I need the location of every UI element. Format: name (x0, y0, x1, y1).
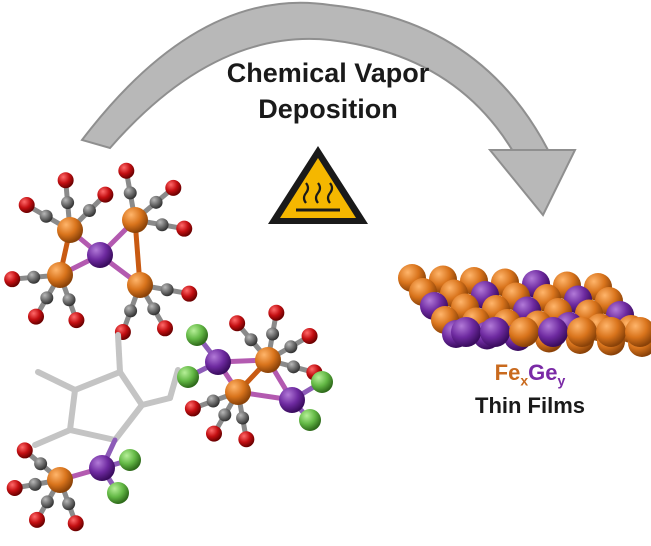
chlorine-atom (186, 324, 208, 346)
iron-symbol: Fe (494, 360, 521, 385)
germanium-atom (480, 317, 510, 347)
germanium-subscript: y (557, 372, 566, 389)
germanium-atom (451, 317, 481, 347)
chlorine-atom (177, 366, 199, 388)
bond (115, 332, 123, 375)
oxygen-atom (97, 186, 114, 203)
carbon-atom (28, 477, 42, 491)
carbon-atom (160, 283, 174, 297)
oxygen-atom (184, 400, 201, 417)
oxygen-atom (229, 315, 246, 332)
carbon-atom (124, 304, 138, 318)
iron-atom (625, 317, 651, 347)
iron-atom (567, 317, 597, 347)
oxygen-atom (4, 271, 21, 288)
oxygen-atom (176, 220, 193, 237)
chlorine-atom (311, 371, 333, 393)
carbon-atom (82, 204, 96, 218)
bond (167, 367, 181, 401)
chlorine-atom (119, 449, 141, 471)
germanium-atom (538, 317, 568, 347)
dinuclear-iron-carbonyl-precursor (4, 162, 198, 340)
oxygen-atom (57, 172, 74, 189)
carbon-atom (206, 394, 220, 408)
germanium-symbol: Ge (528, 360, 558, 385)
bond (112, 402, 145, 443)
fexgey-thin-film-lattice (398, 264, 651, 357)
carbon-atom (218, 408, 232, 422)
iron-subscript: x (520, 372, 529, 389)
carbon-atom (149, 195, 163, 209)
carbon-atom (287, 360, 301, 374)
iron-atom (47, 262, 73, 288)
chlorine-atom (107, 482, 129, 504)
carbon-atom (34, 457, 48, 471)
carbon-atom (266, 327, 280, 341)
oxygen-atom (181, 285, 198, 302)
carbon-atom (147, 302, 161, 316)
process-title-line2: Deposition (258, 94, 398, 124)
carbon-atom (123, 186, 137, 200)
carbon-atom (61, 196, 75, 210)
oxygen-atom (68, 312, 85, 329)
carbon-atom (40, 495, 54, 509)
bond (72, 369, 123, 393)
oxygen-atom (6, 479, 23, 496)
process-arrow-icon (80, 1, 577, 217)
oxygen-atom (165, 179, 182, 196)
oxygen-atom (206, 425, 222, 442)
iron-atom (596, 317, 626, 347)
carbon-atom (244, 333, 258, 347)
germanium-atom (89, 455, 115, 481)
carbon-atom (39, 209, 53, 223)
bond (67, 387, 78, 433)
carbon-atom (236, 411, 250, 425)
bond (139, 395, 173, 408)
iron-atom (255, 347, 281, 373)
carbon-atom (62, 497, 76, 511)
carbon-atom (40, 291, 54, 305)
chlorogermylene-iron-carbonyl-precursor (177, 304, 333, 448)
bond (35, 369, 78, 393)
product-caption: Thin Films (475, 393, 585, 418)
bond (67, 427, 118, 443)
oxygen-atom (157, 320, 173, 337)
hot-surface-warning-icon (268, 146, 368, 224)
oxygen-atom (29, 511, 45, 528)
carbon-atom (155, 218, 169, 232)
oxygen-atom (118, 162, 135, 179)
germanium-atom (87, 242, 113, 268)
oxygen-atom (301, 328, 318, 344)
oxygen-atom (238, 431, 255, 448)
carbon-atom (284, 340, 298, 354)
oxygen-atom (268, 304, 285, 321)
oxygen-atom (67, 515, 84, 532)
cyclopentadienyl-iron-germanium-precursor (6, 332, 181, 532)
product-formula: FexGey (470, 360, 590, 388)
iron-atom (57, 217, 83, 243)
bond (32, 427, 73, 448)
carbon-atom (62, 293, 76, 307)
oxygen-atom (18, 197, 35, 213)
germanium-atom (205, 349, 231, 375)
process-title-line1: Chemical Vapor (226, 58, 430, 88)
carbon-atom (27, 270, 41, 284)
chlorine-atom (299, 409, 321, 431)
iron-atom (509, 317, 539, 347)
iron-atom (225, 379, 251, 405)
oxygen-atom (16, 442, 33, 459)
germanium-atom (279, 387, 305, 413)
oxygen-atom (28, 308, 44, 325)
iron-atom (122, 207, 148, 233)
iron-atom (127, 272, 153, 298)
iron-atom (47, 467, 73, 493)
bond (117, 369, 145, 408)
